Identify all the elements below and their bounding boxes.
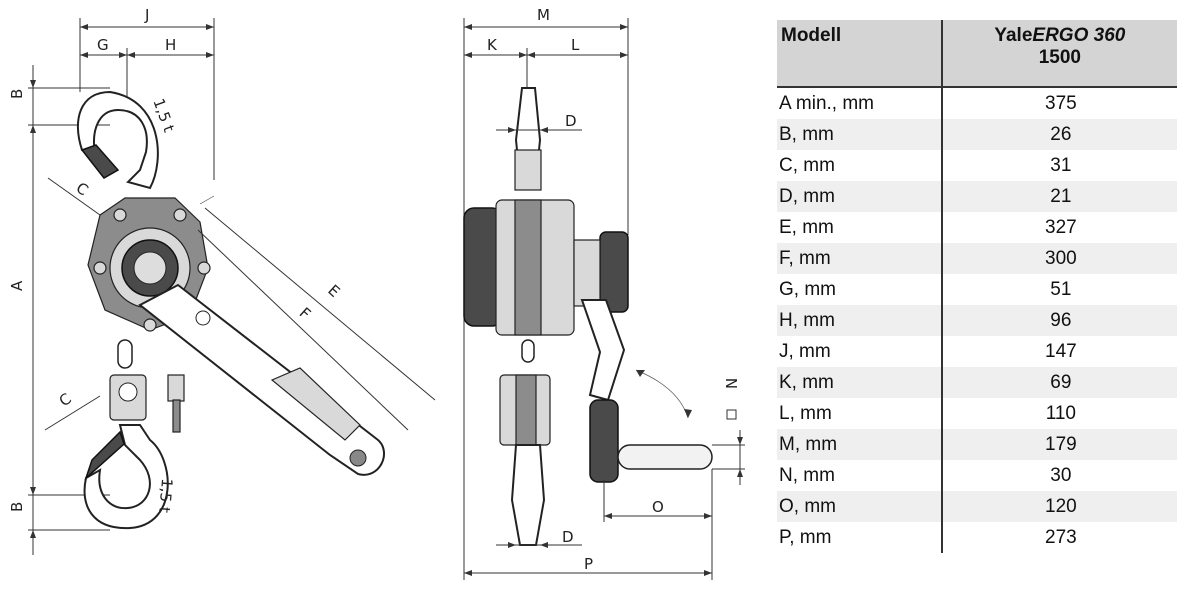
- bottom-hook-latch: [84, 430, 125, 481]
- row-label: P, mm: [779, 526, 832, 548]
- lever-handle: [138, 283, 385, 476]
- row-label: J, mm: [779, 340, 831, 362]
- row-value: 26: [940, 119, 1177, 150]
- row-value: 69: [940, 367, 1177, 398]
- row-value: 96: [940, 305, 1177, 336]
- row-value: 179: [940, 429, 1177, 460]
- table-row: J, mm 147: [777, 336, 1177, 367]
- side-view-drawing: M K L D D N: [463, 6, 745, 580]
- row-value: 21: [940, 181, 1177, 212]
- dim-label-l: L: [571, 36, 580, 54]
- header-modell: Modell: [777, 20, 942, 87]
- row-label: B, mm: [777, 119, 942, 150]
- table-row: E, mm 327: [777, 212, 1177, 243]
- dim-label-c-bottom: C: [56, 389, 75, 410]
- dim-label-m: M: [537, 6, 550, 24]
- table-row: L, mm 110: [777, 398, 1177, 429]
- row-label: D, mm: [777, 181, 942, 212]
- side-bottom-hook: [510, 444, 546, 546]
- dim-label-a: A: [8, 280, 26, 291]
- dim-label-p: P: [584, 555, 593, 573]
- table-header-row: Modell YaleERGO 360 1500: [777, 20, 1177, 87]
- dim-label-k: K: [487, 36, 498, 54]
- bottom-hook: [83, 424, 169, 530]
- side-lever-knob: [617, 444, 713, 470]
- table-row: C, mm 31: [777, 150, 1177, 181]
- specifications-table: Modell YaleERGO 360 1500 A min., mm 375 B…: [777, 20, 1177, 553]
- side-lever: [580, 299, 626, 402]
- row-label: H, mm: [777, 305, 942, 336]
- table-row: A min., mm 375: [777, 87, 1177, 119]
- row-label: G, mm: [779, 278, 836, 300]
- dim-label-o: O: [652, 498, 664, 516]
- bottom-hook-capacity-mark: 1,5 t: [155, 478, 176, 514]
- row-value: 327: [940, 212, 1177, 243]
- dim-label-h: H: [165, 36, 176, 54]
- table-row: G, mm 51: [777, 274, 1177, 305]
- dim-label-f: F: [296, 304, 314, 323]
- model-name: ERGO 360: [1032, 25, 1126, 46]
- dim-label-n: N: [723, 378, 741, 389]
- front-view-drawing: J G H B A B 1,5 t C: [8, 6, 436, 555]
- row-value: 300: [940, 243, 1177, 274]
- table-row: N, mm 30: [777, 460, 1177, 491]
- dim-label-d-bottom: D: [562, 528, 574, 546]
- row-label: L, mm: [779, 402, 832, 424]
- row-value: 273: [940, 522, 1177, 553]
- table-row: P, mm 273: [777, 522, 1177, 553]
- top-hook: [76, 90, 159, 190]
- dim-label-e: E: [324, 281, 343, 301]
- row-label: N, mm: [779, 464, 835, 486]
- row-label: K, mm: [777, 367, 942, 398]
- model-capacity: 1500: [1038, 47, 1081, 68]
- row-value: 120: [940, 491, 1177, 522]
- row-value: 147: [940, 336, 1177, 367]
- row-label: O, mm: [777, 491, 942, 522]
- dim-label-b-top: B: [8, 89, 26, 99]
- row-value: 30: [940, 460, 1177, 491]
- row-value: 51: [940, 274, 1177, 305]
- row-label: E, mm: [779, 216, 834, 238]
- side-lever-grip: [589, 399, 619, 483]
- row-label: F, mm: [777, 243, 942, 274]
- row-value: 110: [940, 398, 1177, 429]
- row-value: 375: [940, 87, 1177, 119]
- header-model: YaleERGO 360 1500: [940, 20, 1177, 87]
- technical-drawings: J G H B A B 1,5 t C: [8, 6, 745, 580]
- row-label: M, mm: [777, 429, 942, 460]
- dim-label-j: J: [144, 6, 149, 24]
- model-brand: Yale: [994, 25, 1033, 46]
- row-label: C, mm: [779, 154, 835, 176]
- row-label: A min., mm: [779, 92, 875, 114]
- dim-label-c-top: C: [73, 179, 92, 200]
- row-value: 31: [940, 150, 1177, 181]
- dim-label-b-bottom: B: [8, 502, 26, 512]
- dim-label-d-top: D: [565, 112, 577, 130]
- dim-label-g: G: [97, 36, 109, 54]
- top-hook-latch: [80, 144, 120, 179]
